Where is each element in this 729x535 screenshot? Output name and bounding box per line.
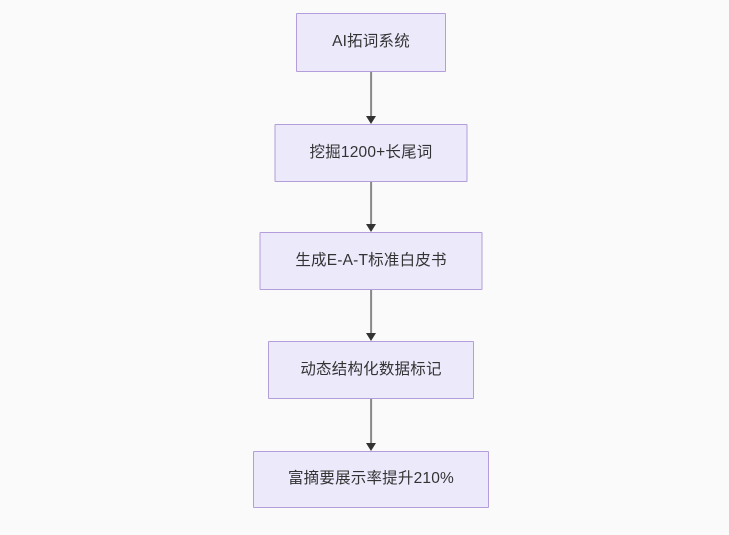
flow-node-1[interactable]: AI拓词系统 [296,13,446,72]
flow-node-2[interactable]: 挖掘1200+长尾词 [274,124,468,182]
edge-line [370,182,372,225]
flow-node-3[interactable]: 生成E-A-T标准白皮书 [259,232,483,290]
flow-edge-4-to-5 [364,399,378,451]
flow-edge-1-to-2 [364,72,378,124]
flow-node-label: 生成E-A-T标准白皮书 [295,251,447,269]
edge-line [370,72,372,117]
edge-line [370,399,372,444]
flow-node-4[interactable]: 动态结构化数据标记 [268,341,474,399]
flow-node-label: 动态结构化数据标记 [300,360,442,378]
arrowhead-icon [366,116,376,124]
flow-node-label: 富摘要展示率提升210% [287,470,455,488]
arrowhead-icon [366,443,376,451]
flow-node-label: 挖掘1200+长尾词 [309,143,433,161]
flow-edge-2-to-3 [364,182,378,232]
flow-node-label: AI拓词系统 [332,33,410,51]
flow-node-5[interactable]: 富摘要展示率提升210% [253,451,489,508]
arrowhead-icon [366,224,376,232]
arrowhead-icon [366,333,376,341]
flow-edge-3-to-4 [364,290,378,341]
edge-line [370,290,372,334]
